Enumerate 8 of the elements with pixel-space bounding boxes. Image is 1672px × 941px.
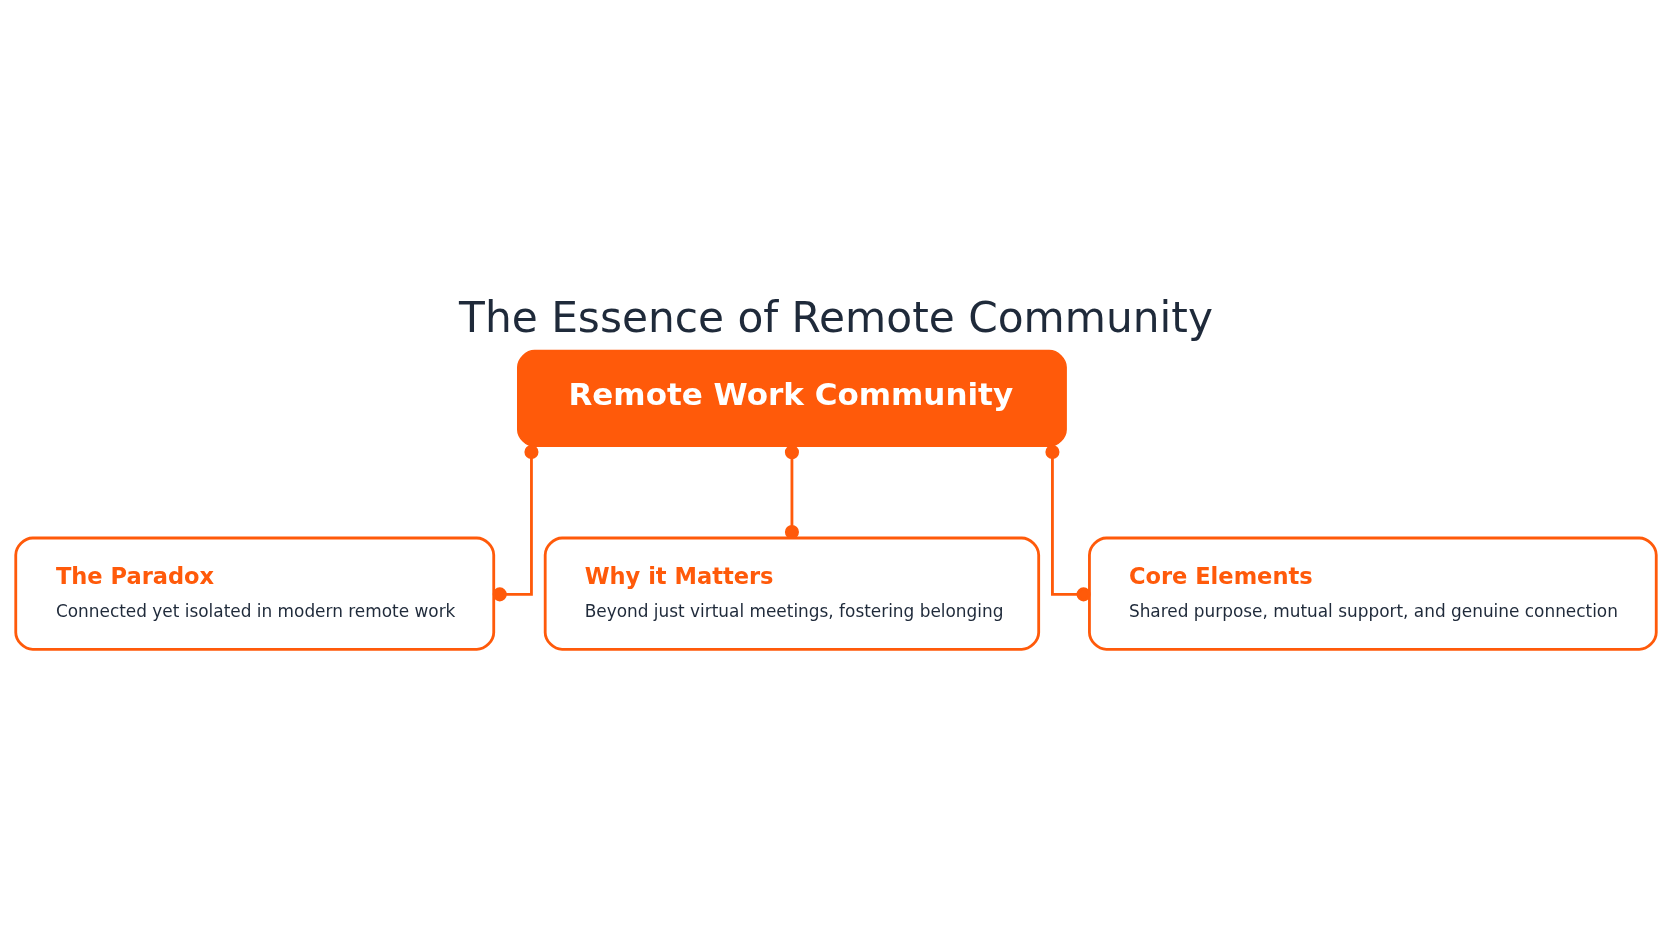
node-box: Core Elements Shared purpose, mutual support, and genuine connection bbox=[1088, 536, 1658, 651]
connector bbox=[1045, 444, 1091, 601]
connector bbox=[784, 444, 799, 539]
node-box: The Paradox Connected yet isolated in modern remote work bbox=[14, 536, 496, 651]
diagram-title: The Essence of Remote Community bbox=[459, 292, 1213, 342]
node-box: Remote Work Community bbox=[517, 349, 1067, 447]
connector bbox=[492, 444, 539, 601]
node-box: Why it Matters Beyond just virtual meetings, fostering belonging bbox=[543, 536, 1041, 651]
